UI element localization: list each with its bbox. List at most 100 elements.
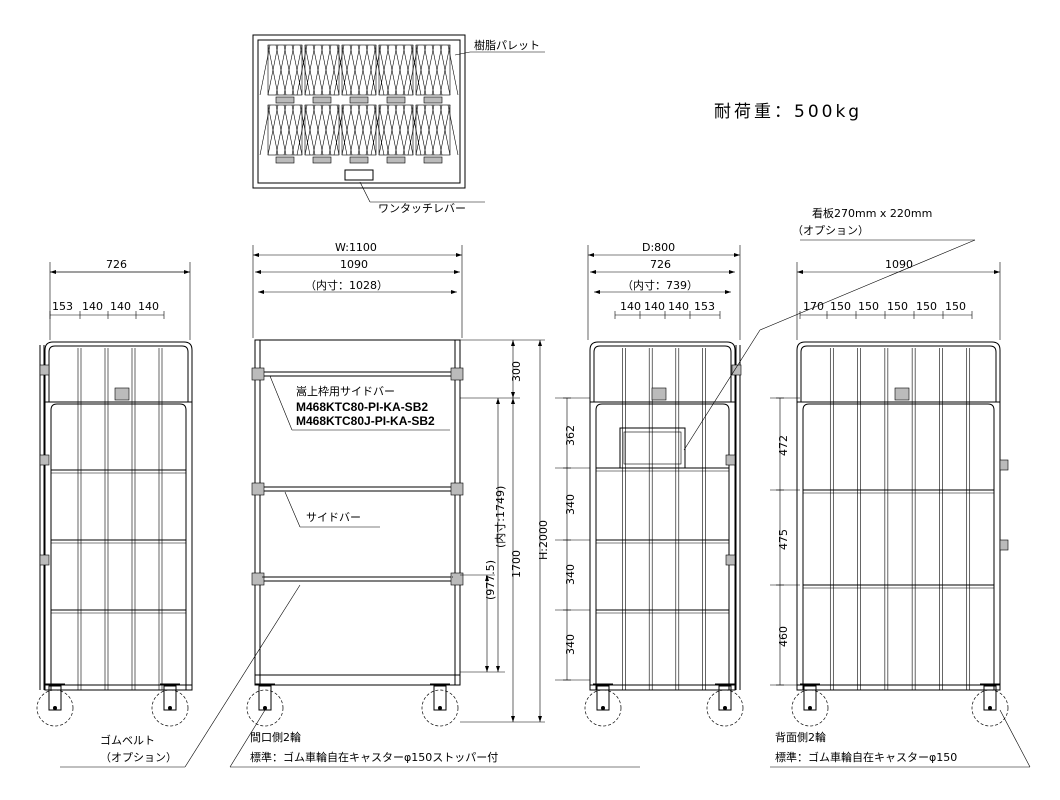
wheel-hub [808,706,812,710]
leader-line [683,329,761,451]
arrow-icon [511,340,515,398]
front-width-1090: 1090 [340,258,368,271]
pallet-lattice [370,44,382,96]
side-bar-hook [450,572,464,586]
left-spacing-1: 153 [52,300,73,313]
front-caster-note: 標準：ゴム車輪自在キャスターφ150ストッパー付 [250,750,498,764]
back-width: 1090 [885,258,913,271]
caster-wheel [36,689,74,727]
height-lower: (977.5) [484,560,497,600]
right-side-view-top-frame [589,341,736,402]
right-spacing-4: 153 [694,300,715,313]
pallet-lattice [415,104,427,156]
left-spacing-4: 140 [138,300,159,313]
pallet-lattice [378,44,390,96]
pallet-lattice [447,104,459,156]
bar-model-2: M468KTC80J-PI-KA-SB2 [296,414,435,428]
right-height-3: 340 [564,564,577,585]
pallet-lattice [320,44,332,96]
pallet-lattice [259,44,271,96]
pallet-slot [349,96,369,104]
pallet-lattice [259,104,271,156]
signboard-option: （オプション） [792,224,869,237]
wheel-hub [723,706,727,710]
right-side-view-inner-frame [595,403,730,690]
back-spacing-4: 150 [887,300,908,313]
right-inner: （内寸：739） [622,278,698,292]
pallet-slot [275,156,295,164]
front-base [254,674,461,686]
left-side-view-top-frame-inner [48,345,189,402]
right-side-view-top-frame-inner [593,345,732,402]
right-width: 726 [650,258,671,271]
caster-wheel [791,689,829,727]
bar-model-1: M468KTC80-PI-KA-SB2 [296,400,428,414]
pallet-lattice [407,104,419,156]
side-bar-label: サイドバー [306,511,361,524]
wheel-hub [988,706,992,710]
pallet-outline [252,34,466,189]
side-bar-hook [251,367,265,381]
pallet-lattice [407,44,419,96]
wheel-hub [601,706,605,710]
one-touch-lever [344,169,374,181]
hinge [725,554,736,566]
right-spacing-2: 140 [644,300,665,313]
caster-wheel [151,689,189,727]
pallet-lattice [370,104,382,156]
left-side-view-base [44,684,193,691]
height-1700: 1700 [510,550,523,578]
leader-line [284,491,301,528]
signboard-label: 看板270mm x 220mm [812,206,932,220]
leader-line [229,709,266,768]
left-side-view-frame [44,401,193,691]
side-bar-hook [251,572,265,586]
lever-label: ワンタッチレバー [378,202,466,215]
hinge [725,454,736,466]
right-side-view-base [589,684,736,691]
pallet-slot [423,96,443,104]
pallet-lattice [431,44,443,96]
pallet-lattice [312,44,324,96]
lock [114,387,130,401]
pallet-lattice [333,44,345,96]
left-spacing-3: 140 [110,300,131,313]
pallet-lattice [423,104,435,156]
right-height-1: 362 [564,425,577,446]
pallet-lattice [439,104,451,156]
leader-line [454,51,471,56]
right-depth: D:800 [642,241,675,254]
wheel-hub [263,706,267,710]
pallet-lattice [423,44,435,96]
leader-line [999,709,1031,768]
leader-line [269,375,293,431]
left-side-view-top-frame [44,341,193,402]
pallet-lattice [447,44,459,96]
caster-wheel [421,689,459,727]
hinge [39,554,50,566]
back-view-inner-frame [802,403,995,690]
load-capacity: 耐荷重：500kg [714,102,862,122]
back-spacing-3: 150 [858,300,879,313]
wheel-hub [53,706,57,710]
back-spacing-5: 150 [916,300,937,313]
pallet-slot [312,156,332,164]
bar-label: 嵩上枠用サイドバー [296,384,395,398]
back-height-1: 472 [777,435,790,456]
back-caster-note: 標準：ゴム車輪自在キャスターφ150 [775,750,957,764]
back-height-3: 460 [777,626,790,647]
left-width-dim: 726 [106,258,127,271]
leader-line [359,181,371,203]
pallet-lattice [402,104,414,156]
back-view-top-frame-inner [800,345,997,402]
drawing-geometry [36,34,1031,768]
pallet-lattice [304,44,316,96]
pallet-lattice [349,104,361,156]
pallet-lattice [283,44,295,96]
right-side-view-frame [589,401,736,691]
front-wheels-note: 間口側2輪 [250,730,301,744]
pallet-lattice [365,44,377,96]
pallet-lattice [378,104,390,156]
pallet-slot [275,96,295,104]
